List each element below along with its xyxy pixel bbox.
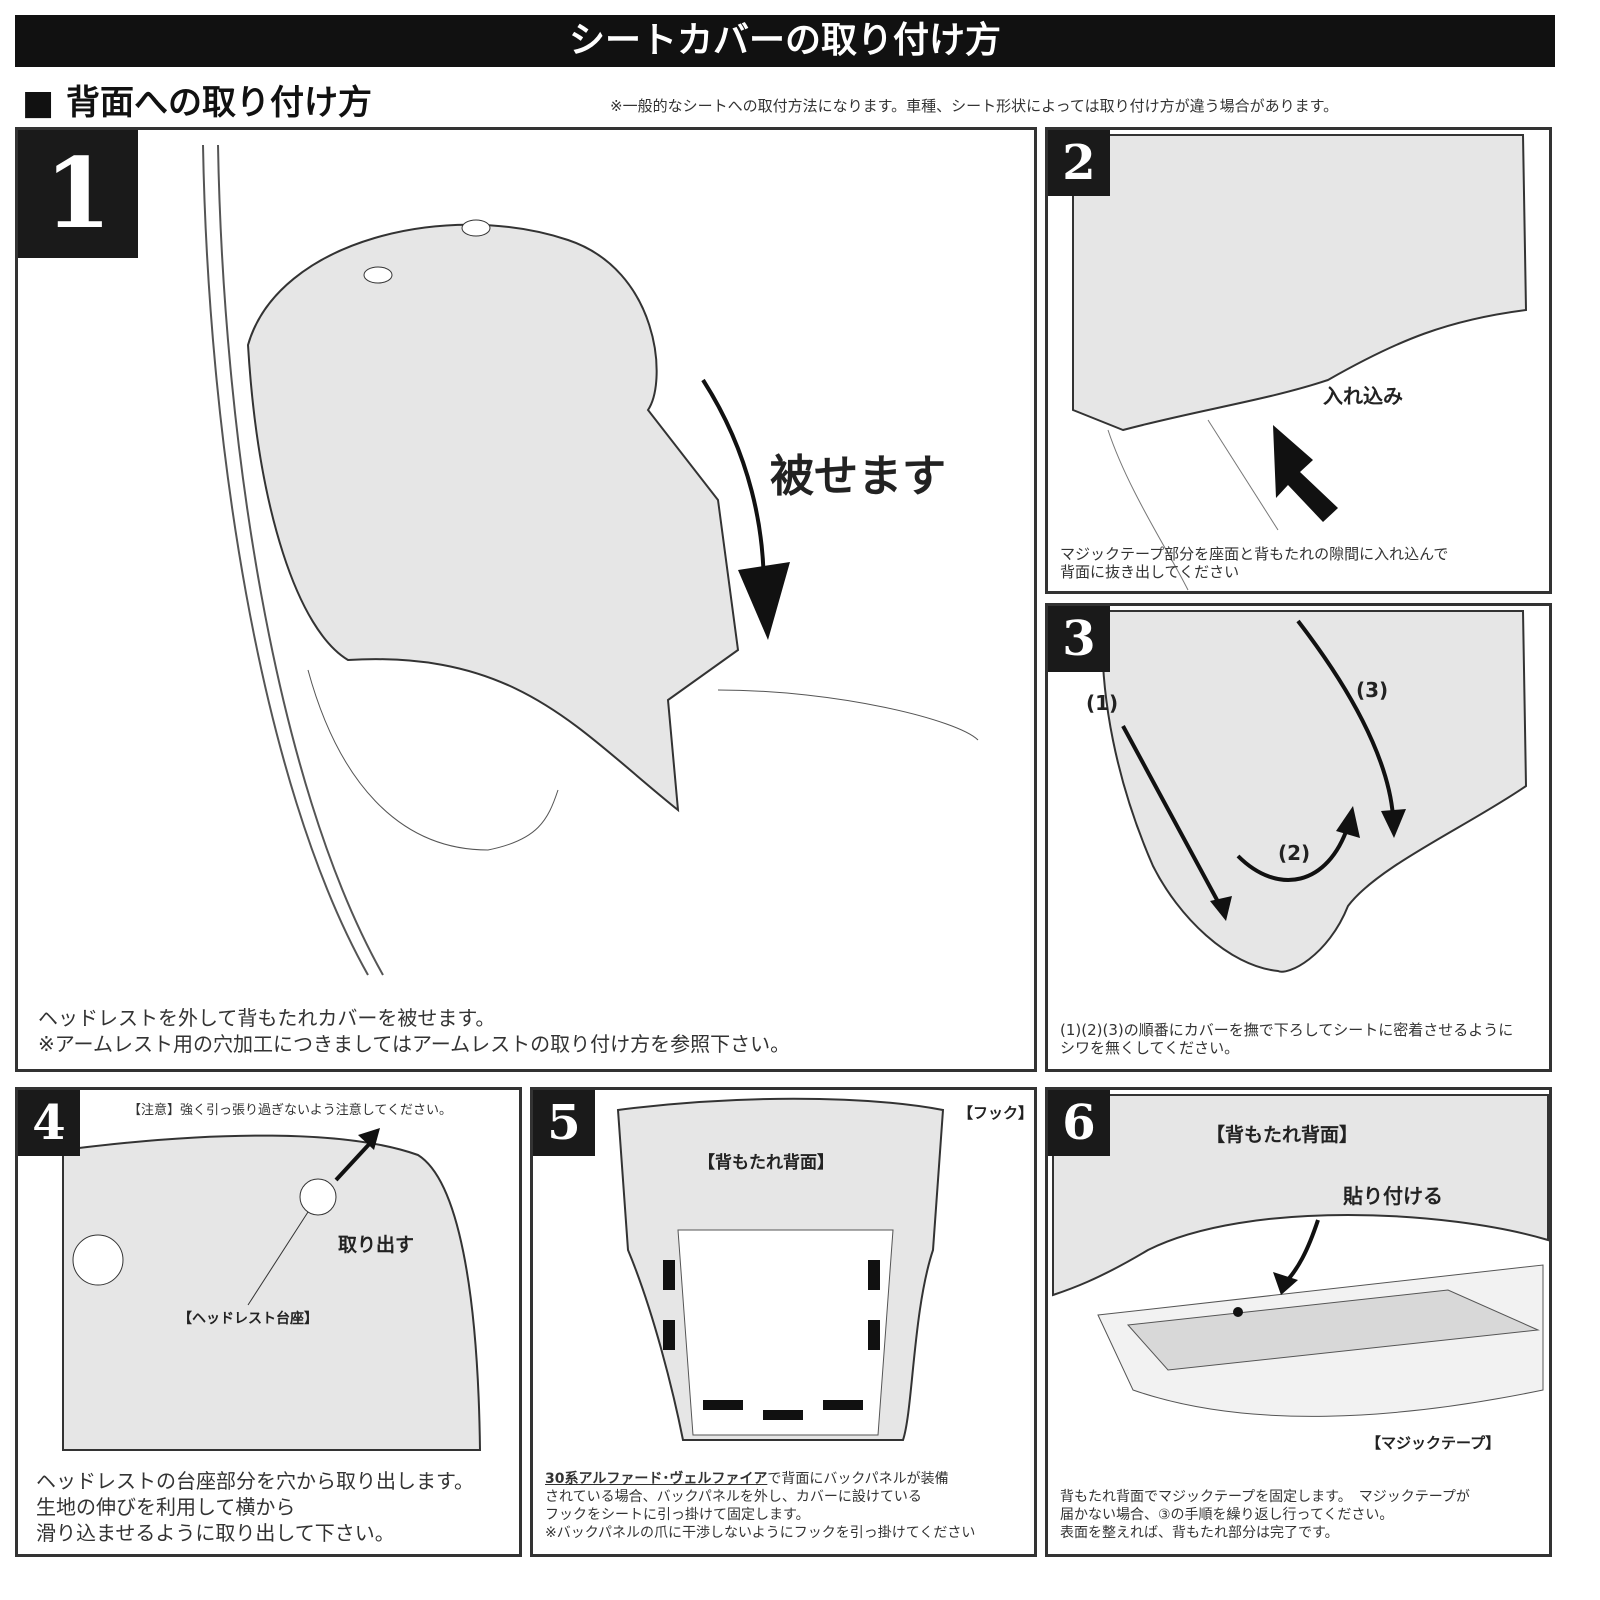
step-action-label: 取り出す <box>338 1234 415 1256</box>
area-label: 【背もたれ背面】 <box>698 1153 834 1173</box>
step-label-2: (2) <box>1278 841 1311 865</box>
step-6-panel: 6 【背もたれ背面】 貼り付ける 【マジックテープ】 背もたれ背面でマジックテー… <box>1045 1087 1552 1557</box>
part-label: 【ヘッドレスト台座】 <box>178 1311 318 1327</box>
step-number-badge: 6 <box>1048 1090 1110 1156</box>
step-caption: (1)(2)(3)の順番にカバーを撫で下ろしてシートに密着させるようにシワを無く… <box>1060 1021 1514 1057</box>
step-number-badge: 1 <box>18 130 138 258</box>
step-number-badge: 3 <box>1048 606 1110 672</box>
step-3-panel: 3 (1) (2) (3) (1)(2)(3)の順番にカバーを撫で下ろしてシート… <box>1045 603 1552 1072</box>
step-caption: 30系アルファード･ヴェルファイアで背面にバックパネルが装備 されている場合、バ… <box>545 1471 976 1541</box>
page-title: シートカバーの取り付け方 <box>15 15 1555 67</box>
step-caption: ヘッドレストを外して背もたれカバーを被せます。 ※アームレスト用の穴加工につきま… <box>38 1006 791 1056</box>
step-action-label: 入れ込み <box>1323 384 1403 408</box>
step-2-panel: 2 入れ込み マジックテープ部分を座面と背もたれの隙間に入れ込んで背面に抜き出し… <box>1045 127 1552 594</box>
general-note: ※一般的なシートへの取付方法になります。車種、シート形状によっては取り付け方が違… <box>610 97 1339 115</box>
model-highlight: 30系アルファード･ヴェルファイア <box>545 1471 768 1487</box>
step-caption: マジックテープ部分を座面と背もたれの隙間に入れ込んで背面に抜き出してください <box>1060 545 1449 581</box>
area-label: 【背もたれ背面】 <box>1206 1124 1359 1146</box>
warning-text: 【注意】強く引っ張り過ぎないよう注意してください。 <box>128 1103 452 1118</box>
step-number-badge: 4 <box>18 1090 80 1156</box>
step-number-badge: 5 <box>533 1090 595 1156</box>
step-action-label: 貼り付ける <box>1343 1184 1443 1208</box>
step-4-panel: 4 【注意】強く引っ張り過ぎないよう注意してください。 取り出す 【ヘッドレスト… <box>15 1087 522 1557</box>
step-label-3: (3) <box>1356 678 1389 702</box>
section-heading: ■ 背面への取り付け方 <box>22 83 372 123</box>
hook-label: 【フック】 <box>958 1104 1034 1122</box>
step-action-label: 被せます <box>770 451 946 502</box>
step-caption: 背もたれ背面でマジックテープを固定します。 マジックテープが届かない場合、③の手… <box>1060 1489 1470 1541</box>
seat-cover-illustration <box>202 144 979 976</box>
part-label: 【マジックテープ】 <box>1366 1434 1501 1452</box>
step-1-panel: 1 被せます ヘッドレストを外して背もたれカバーを被せます。 ※アームレスト用の… <box>15 127 1037 1072</box>
step-number-badge: 2 <box>1048 130 1110 196</box>
step-caption: ヘッドレストの台座部分を穴から取り出します。生地の伸びを利用して横から滑り込ませ… <box>36 1469 474 1545</box>
step-label-1: (1) <box>1086 691 1119 715</box>
arrow-up-left-icon <box>1273 425 1338 522</box>
step-5-panel: 5 【フック】 【背もたれ背面】 30系アルファード･ヴェルファイアで背面にバッ… <box>530 1087 1037 1557</box>
